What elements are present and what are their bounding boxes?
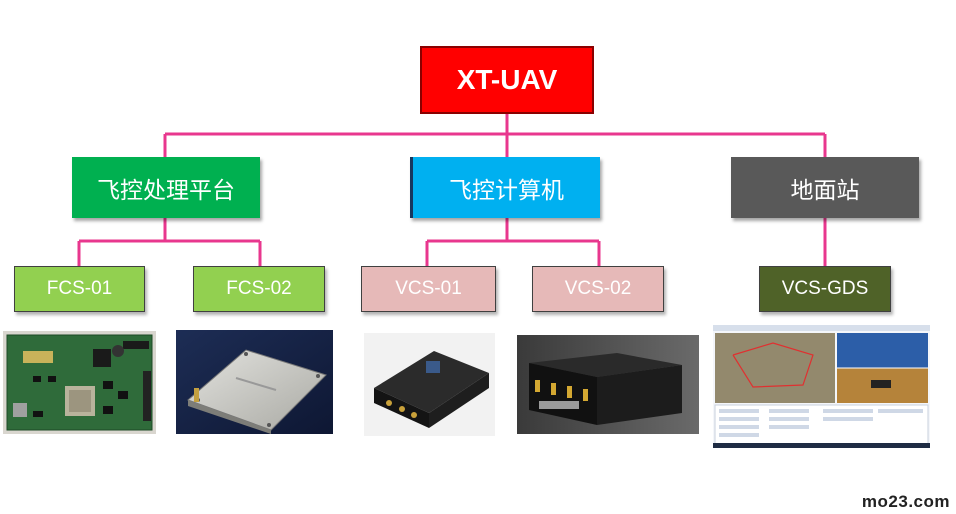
- fcs-02-photo: [176, 330, 333, 434]
- node-ground-station: 地面站: [731, 157, 919, 218]
- node-label: 飞控处理平台: [97, 177, 235, 204]
- root-label: XT-UAV: [456, 64, 558, 95]
- root-node: XT-UAV: [420, 46, 594, 114]
- node-flight-control-platform: 飞控处理平台: [72, 157, 260, 218]
- node-vcs-01: VCS-01: [361, 266, 496, 312]
- node-label: 地面站: [790, 177, 860, 204]
- watermark: mo23.com: [861, 492, 950, 511]
- vcs-01-photo: [364, 333, 495, 436]
- leaf-label: VCS-02: [564, 278, 632, 299]
- node-label: 飞控计算机: [449, 177, 564, 204]
- ground-station-screenshot: [713, 325, 930, 448]
- leaf-label: VCS-01: [395, 278, 462, 299]
- node-vcs-02: VCS-02: [532, 266, 664, 312]
- node-fcs-02: FCS-02: [193, 266, 325, 312]
- node-flight-computer: 飞控计算机: [410, 157, 600, 218]
- vcs-02-photo: [517, 335, 699, 434]
- node-vcs-gds: VCS-GDS: [759, 266, 891, 312]
- node-fcs-01: FCS-01: [14, 266, 145, 312]
- leaf-label: FCS-02: [226, 278, 292, 299]
- fcs-01-photo: [3, 331, 156, 434]
- leaf-label: VCS-GDS: [781, 278, 869, 299]
- leaf-label: FCS-01: [46, 278, 113, 299]
